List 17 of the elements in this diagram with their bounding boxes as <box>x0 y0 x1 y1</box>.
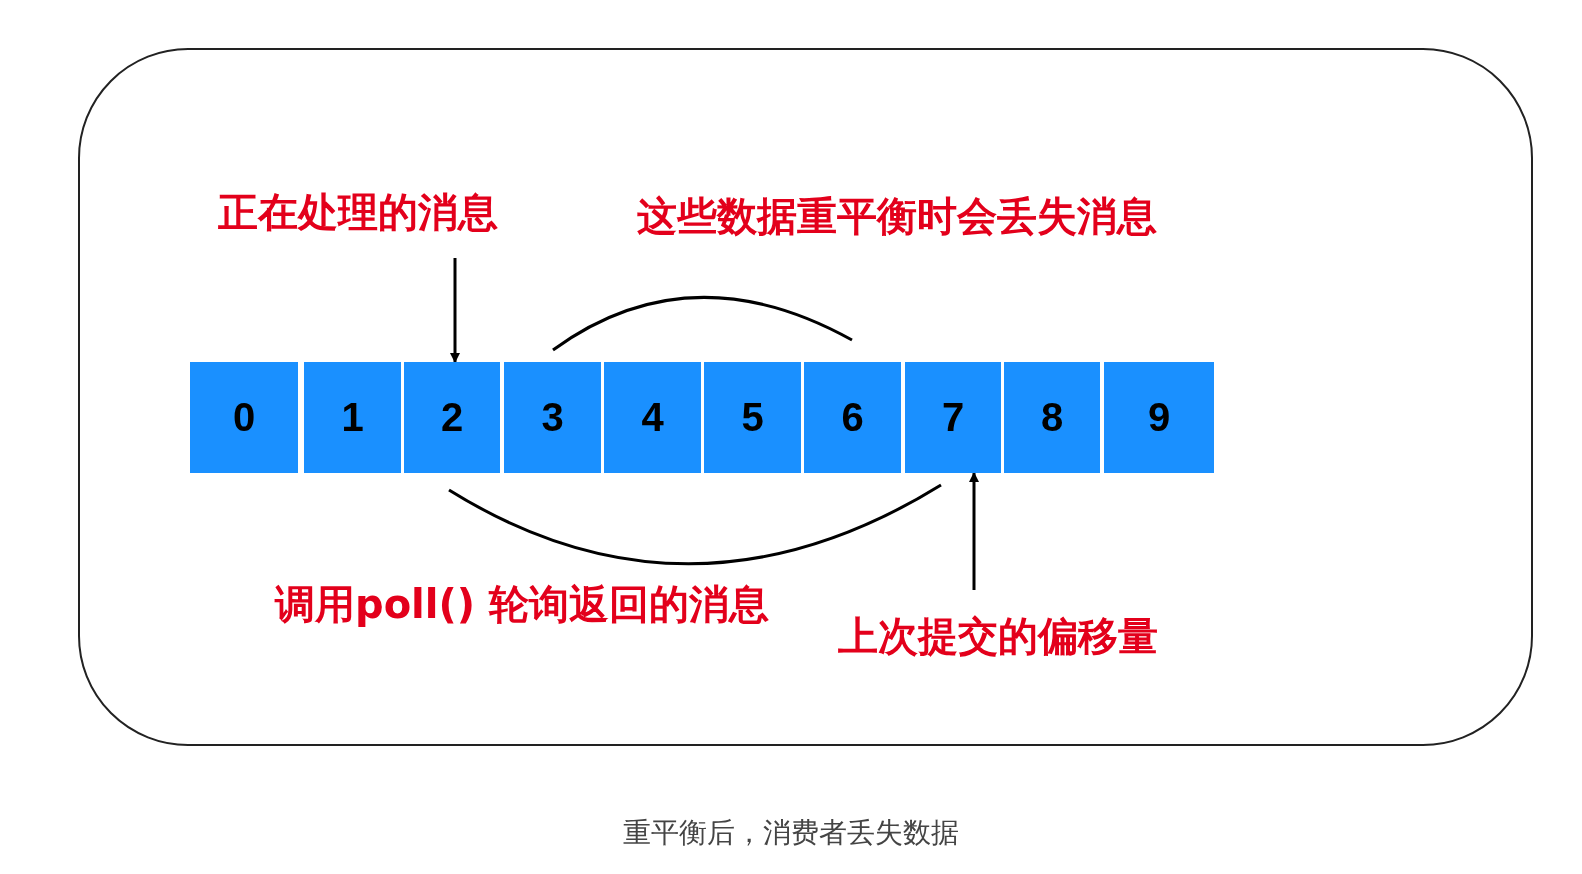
array-cell: 5 <box>704 362 801 473</box>
array-cell: 4 <box>604 362 701 473</box>
array-cell: 0 <box>190 362 298 473</box>
array-cell: 7 <box>905 362 1001 473</box>
annotation-text: 上次提交的偏移量 <box>838 612 1218 672</box>
array-cell: 8 <box>1004 362 1100 473</box>
annotation-text: 正在处理的消息 <box>218 188 548 258</box>
array-cell: 1 <box>304 362 401 473</box>
arrow <box>969 472 979 590</box>
array-cell: 2 <box>404 362 500 473</box>
array-cell: 3 <box>504 362 601 473</box>
annotation-text: 这些数据重平衡时会丢失消息 <box>637 192 1157 240</box>
array-cell: 6 <box>804 362 901 473</box>
array-cell: 9 <box>1104 362 1214 473</box>
caption: 重平衡后，消费者丢失数据 <box>623 816 959 849</box>
annotation-text: 调用poll() 轮询返回的消息 <box>275 580 770 628</box>
arrow <box>450 258 460 363</box>
